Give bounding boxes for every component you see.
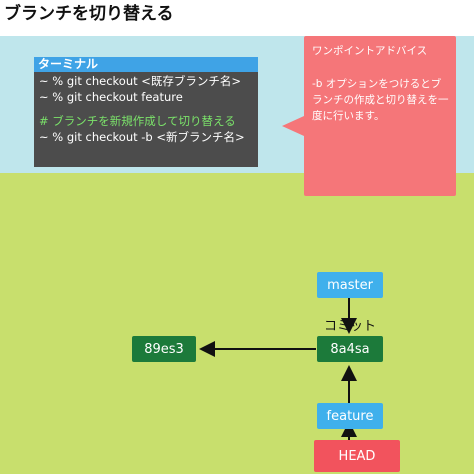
advice-body: -b オプションをつけるとブランチの作成と切り替えを一度に行います。 [312,78,449,122]
speech-bubble-pointer [282,116,304,136]
branch-master: master [317,272,383,298]
page-title: ブランチを切り替える [4,4,174,24]
terminal-line-checkout-feature: ~ % git checkout feature [39,90,183,104]
head-pointer: HEAD [314,440,400,472]
commit-caption: コミット [324,319,377,334]
terminal-line-checkout-existing: ~ % git checkout <既存ブランチ名> [39,74,242,88]
terminal-comment: # ブランチを新規作成して切り替える [39,114,236,128]
terminal-line-checkout-new: ~ % git checkout -b <新ブランチ名> [39,130,245,144]
terminal-header: ターミナル [34,57,258,72]
branch-feature: feature [317,403,383,429]
ground-background [0,173,474,474]
advice-bubble: ワンポイントアドバイス -b オプションをつけるとブランチの作成と切り替えを一度… [304,36,456,196]
advice-title: ワンポイントアドバイス [312,45,428,57]
commit-previous: 89es3 [132,336,196,362]
commit-current: 8a4sa [317,336,383,362]
terminal-window: ターミナル ~ % git checkout <既存ブランチ名> ~ % git… [34,57,258,167]
